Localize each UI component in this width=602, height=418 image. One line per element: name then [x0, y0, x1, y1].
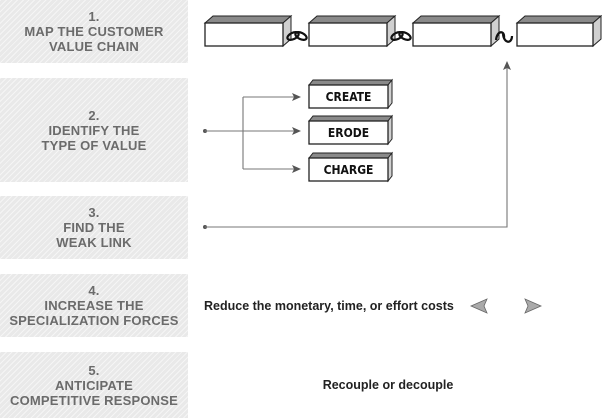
step-3-panel: 3. FIND THE WEAK LINK [0, 196, 188, 259]
left-arrow-icon [470, 298, 488, 314]
step-1-title-line-1: MAP THE CUSTOMER [24, 24, 164, 39]
value-type-create-box: CREATE [307, 78, 394, 110]
step-5-title-line-1: ANTICIPATE [54, 377, 134, 393]
chain-box-2 [307, 14, 397, 48]
chain-link-2-icon [390, 31, 412, 41]
chain-link-3-weak-icon [494, 31, 514, 43]
step-2-title-line-2: TYPE OF VALUE [41, 137, 147, 153]
chain-link-1-icon [286, 31, 308, 41]
right-arrow-icon [524, 298, 542, 314]
step-1-panel: 1. MAP THE CUSTOMER VALUE CHAIN [0, 0, 188, 63]
value-type-erode-label: ERODE [328, 126, 369, 140]
step-3-number: 3. [88, 205, 100, 220]
value-type-erode-box: ERODE [307, 114, 394, 146]
chain-box-3 [411, 14, 501, 48]
step-2-panel: 2. IDENTIFY THE TYPE OF VALUE [0, 78, 188, 182]
step-4-title-line-2: SPECIALIZATION FORCES [9, 313, 179, 328]
value-type-charge-box: CHARGE [307, 151, 394, 183]
value-chain [203, 14, 602, 48]
step-5-title-line-2: COMPETITIVE RESPONSE [10, 392, 178, 408]
weak-link-arrow [205, 61, 511, 228]
step-2-number: 2. [88, 107, 100, 123]
value-type-charge-label: CHARGE [324, 163, 374, 177]
step-3-title-line-2: WEAK LINK [56, 235, 132, 250]
step-4-panel: 4. INCREASE THE SPECIALIZATION FORCES [0, 274, 188, 337]
step-4-title-line-1: INCREASE THE [44, 298, 144, 313]
step-5-panel: 5. ANTICIPATE COMPETITIVE RESPONSE [0, 352, 188, 418]
chain-box-4 [515, 14, 602, 48]
chain-box-1 [203, 14, 293, 48]
arrows-converging-icon [470, 298, 542, 314]
step-1-number: 1. [88, 9, 100, 24]
step-4-number: 4. [88, 283, 100, 298]
value-type-create-label: CREATE [326, 90, 372, 104]
step-5-description: Recouple or decouple [323, 378, 454, 392]
weak-link-connector [203, 61, 511, 229]
step-1-title-line-2: VALUE CHAIN [48, 39, 140, 54]
step-3-title-line-1: FIND THE [63, 220, 125, 235]
step-5-number: 5. [88, 362, 100, 378]
step-2-title-line-1: IDENTIFY THE [48, 122, 140, 138]
step-4-description: Reduce the monetary, time, or effort cos… [204, 299, 454, 313]
value-type-connector [203, 93, 301, 173]
